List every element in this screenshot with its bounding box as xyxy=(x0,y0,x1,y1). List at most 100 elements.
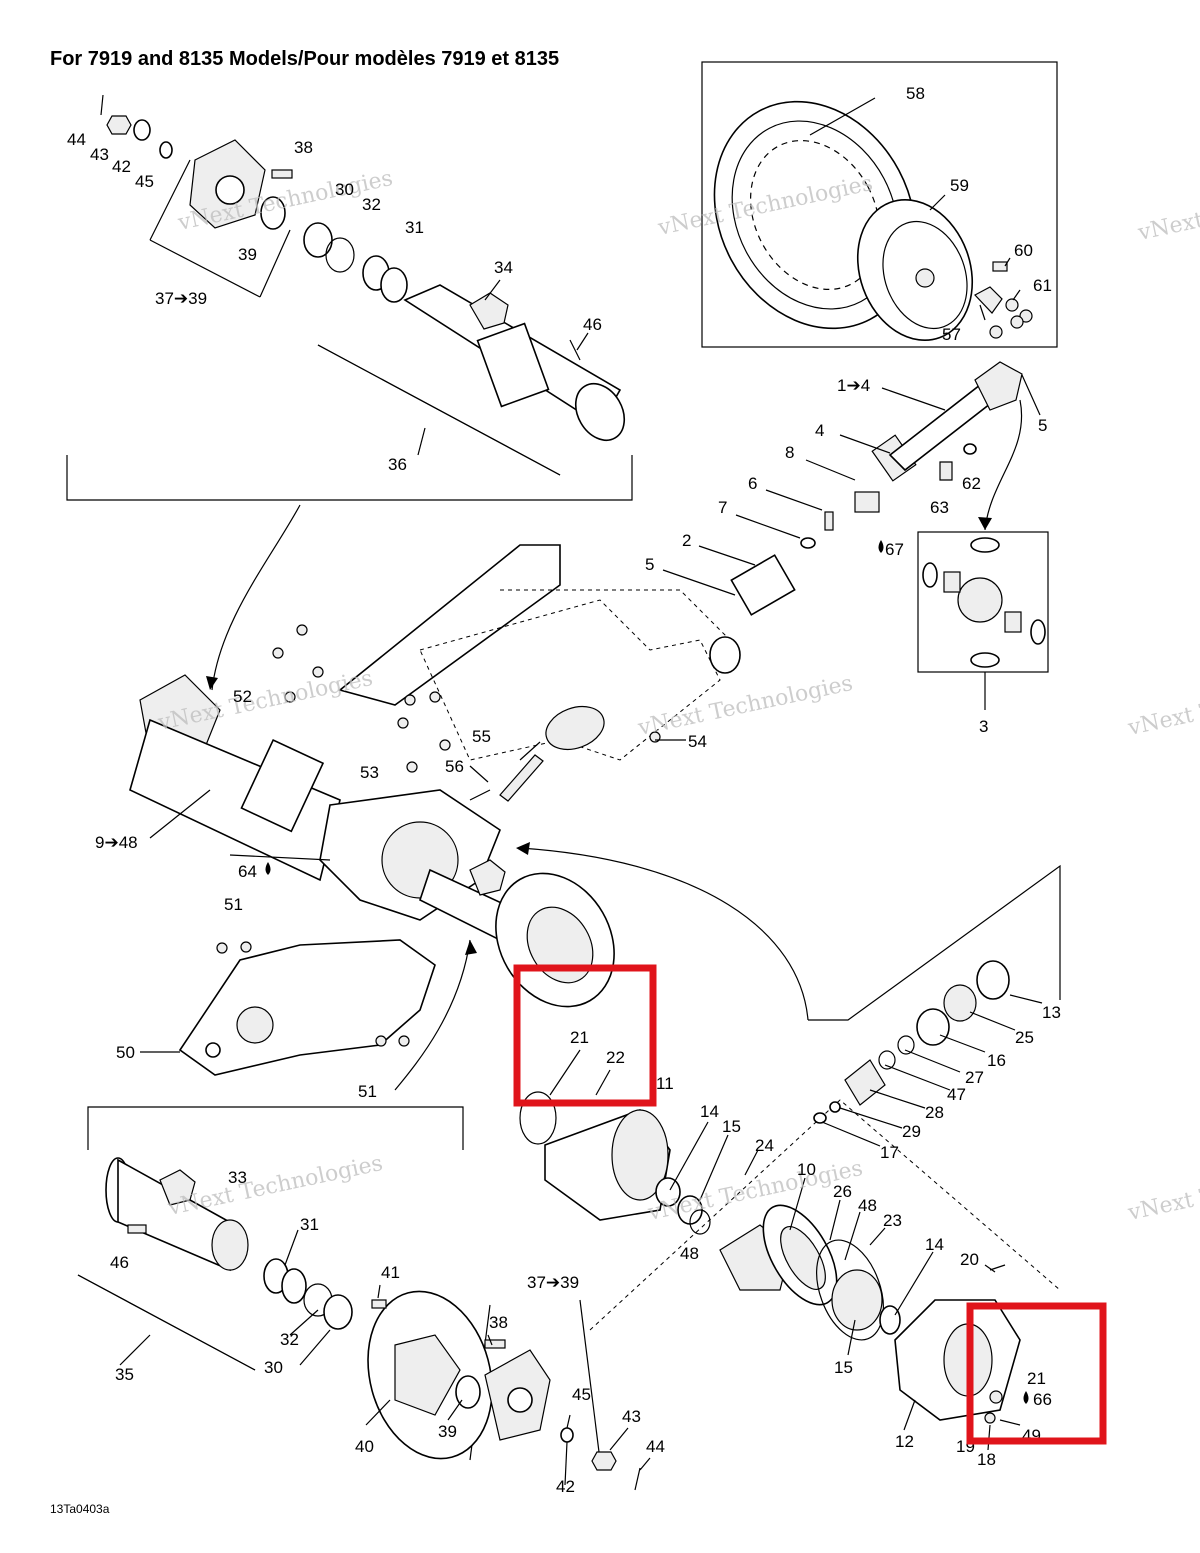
callout-37-39: 37➔39 xyxy=(155,289,207,308)
callout-43: 43 xyxy=(90,145,109,164)
callout-46: 46 xyxy=(583,315,602,334)
svg-text:vNext Technologies: vNext Technologies xyxy=(635,671,855,741)
callout-26: 26 xyxy=(833,1182,852,1201)
callout-7: 7 xyxy=(718,498,727,517)
callout-27: 27 xyxy=(965,1068,984,1087)
callout-67: 67 xyxy=(885,540,904,559)
differential-assembly xyxy=(519,960,1021,1424)
callout-32: 32 xyxy=(362,195,381,214)
callout-1-4: 1➔4 xyxy=(837,376,870,395)
frame-lines xyxy=(66,61,1061,1461)
callout-2: 2 xyxy=(682,531,691,550)
callout-66: 66 xyxy=(1033,1390,1052,1409)
callout-48-right: 48 xyxy=(858,1196,877,1215)
callout-labels: 44 43 42 45 38 39 37➔39 30 32 31 34 46 3… xyxy=(67,84,1061,1496)
callout-63: 63 xyxy=(930,498,949,517)
callout-55: 55 xyxy=(472,727,491,746)
callout-25: 25 xyxy=(1015,1028,1034,1047)
callout-13: 13 xyxy=(1042,1003,1061,1022)
highlight-box-right xyxy=(966,1302,1107,1445)
callout-57: 57 xyxy=(942,325,961,344)
callout-14-upper: 14 xyxy=(700,1102,719,1121)
callout-21-right: 21 xyxy=(1027,1369,1046,1388)
callout-15-lower: 15 xyxy=(834,1358,853,1377)
drive-shaft-assembly xyxy=(730,361,1046,668)
callout-15-upper: 15 xyxy=(722,1117,741,1136)
callout-31-lower: 31 xyxy=(300,1215,319,1234)
callout-53: 53 xyxy=(360,763,379,782)
tire-and-rim xyxy=(713,100,1033,342)
diagram-title: For 7919 and 8135 Models/Pour modèles 79… xyxy=(50,48,560,70)
callout-21-left: 21 xyxy=(570,1028,589,1047)
skid-plate xyxy=(178,939,436,1076)
upper-axle-assembly xyxy=(100,94,626,476)
callout-40: 40 xyxy=(355,1437,374,1456)
callout-24: 24 xyxy=(755,1136,774,1155)
callout-36: 36 xyxy=(388,455,407,474)
callout-33: 33 xyxy=(228,1168,247,1187)
callout-39-lower: 39 xyxy=(438,1422,457,1441)
svg-text:vNext Technologies: vNext Technologies xyxy=(1135,176,1200,246)
callout-29: 29 xyxy=(902,1122,921,1141)
callout-47: 47 xyxy=(947,1085,966,1104)
callout-42: 42 xyxy=(112,157,131,176)
callout-23: 23 xyxy=(883,1211,902,1230)
callout-34: 34 xyxy=(494,258,513,277)
callout-56: 56 xyxy=(445,757,464,776)
callout-14-lower: 14 xyxy=(925,1235,944,1254)
callout-44: 44 xyxy=(67,130,86,149)
callout-5-lower: 5 xyxy=(645,555,654,574)
callout-59: 59 xyxy=(950,176,969,195)
lubricant-drop-icon xyxy=(265,862,271,875)
callout-17: 17 xyxy=(880,1143,899,1162)
callout-8: 8 xyxy=(785,443,794,462)
svg-text:vNext Technologies: vNext Technologies xyxy=(1125,671,1200,741)
callout-41: 41 xyxy=(381,1263,400,1282)
callout-16: 16 xyxy=(987,1051,1006,1070)
watermarks: vNext Technologies vNext Technologies vN… xyxy=(155,166,1200,1226)
callout-30: 30 xyxy=(335,180,354,199)
svg-text:vNext Technologies: vNext Technologies xyxy=(1125,1156,1200,1226)
callout-42-lower: 42 xyxy=(556,1477,575,1496)
swing-arm xyxy=(272,544,741,802)
callout-6: 6 xyxy=(748,474,757,493)
callout-44-lower: 44 xyxy=(646,1437,665,1456)
callout-37-39-lower: 37➔39 xyxy=(527,1273,579,1292)
callout-18: 18 xyxy=(977,1450,996,1469)
callout-10: 10 xyxy=(797,1160,816,1179)
callout-54: 54 xyxy=(688,732,707,751)
callout-62: 62 xyxy=(962,474,981,493)
callout-35: 35 xyxy=(115,1365,134,1384)
lubricant-drop-icon xyxy=(878,540,884,553)
callout-11: 11 xyxy=(656,1074,674,1093)
callout-52: 52 xyxy=(233,687,252,706)
callout-45: 45 xyxy=(135,172,154,191)
callout-38: 38 xyxy=(294,138,313,157)
callout-43-lower: 43 xyxy=(622,1407,641,1426)
callout-45-lower: 45 xyxy=(572,1385,591,1404)
callout-58: 58 xyxy=(906,84,925,103)
highlight-box-left xyxy=(513,964,657,1107)
drawing-code: 13Ta0403a xyxy=(50,1502,110,1516)
highlight-boxes xyxy=(513,964,1107,1445)
lubricant-drop-icons xyxy=(265,540,1029,1404)
callout-39: 39 xyxy=(238,245,257,264)
callout-60: 60 xyxy=(1014,241,1033,260)
callout-5-top: 5 xyxy=(1038,416,1047,435)
callout-50: 50 xyxy=(116,1043,135,1062)
callout-4: 4 xyxy=(815,421,824,440)
callout-20: 20 xyxy=(960,1250,979,1269)
leader-lines xyxy=(119,97,1043,1486)
callout-46-lower: 46 xyxy=(110,1253,129,1272)
callout-32-lower: 32 xyxy=(280,1330,299,1349)
callout-64: 64 xyxy=(238,862,257,881)
direction-arrows xyxy=(206,517,992,955)
rear-axle-housing xyxy=(129,674,615,1008)
callout-48-left: 48 xyxy=(680,1244,699,1263)
callout-51-top: 51 xyxy=(224,895,243,914)
callout-9-48: 9➔48 xyxy=(95,833,138,852)
callout-51-bottom: 51 xyxy=(358,1082,377,1101)
callout-28: 28 xyxy=(925,1103,944,1122)
callout-61: 61 xyxy=(1033,276,1052,295)
